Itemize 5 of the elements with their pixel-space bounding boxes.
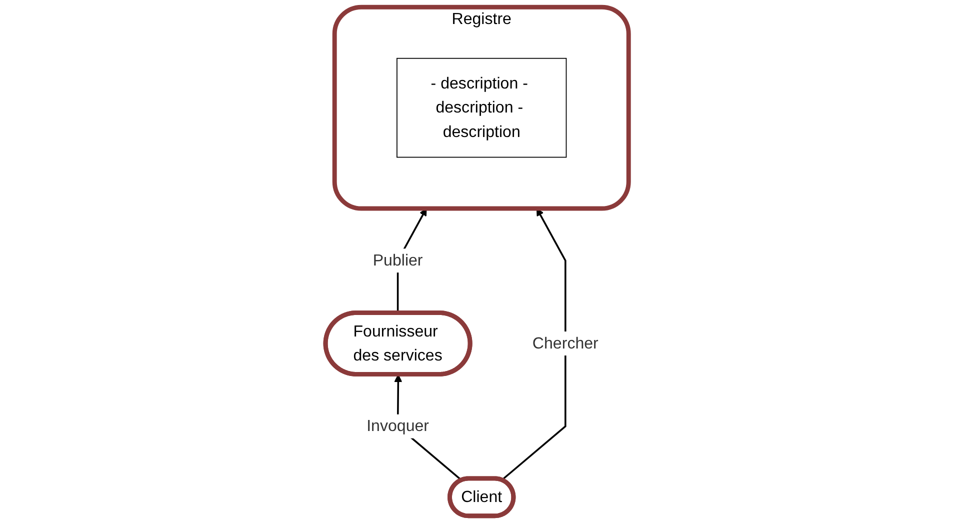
edge-label: Chercher	[532, 334, 598, 352]
arrow	[503, 208, 566, 480]
node-box: - description - description - description	[396, 58, 567, 158]
edge-label: Publier	[372, 251, 423, 270]
edge-label: Invoquer	[366, 416, 429, 435]
